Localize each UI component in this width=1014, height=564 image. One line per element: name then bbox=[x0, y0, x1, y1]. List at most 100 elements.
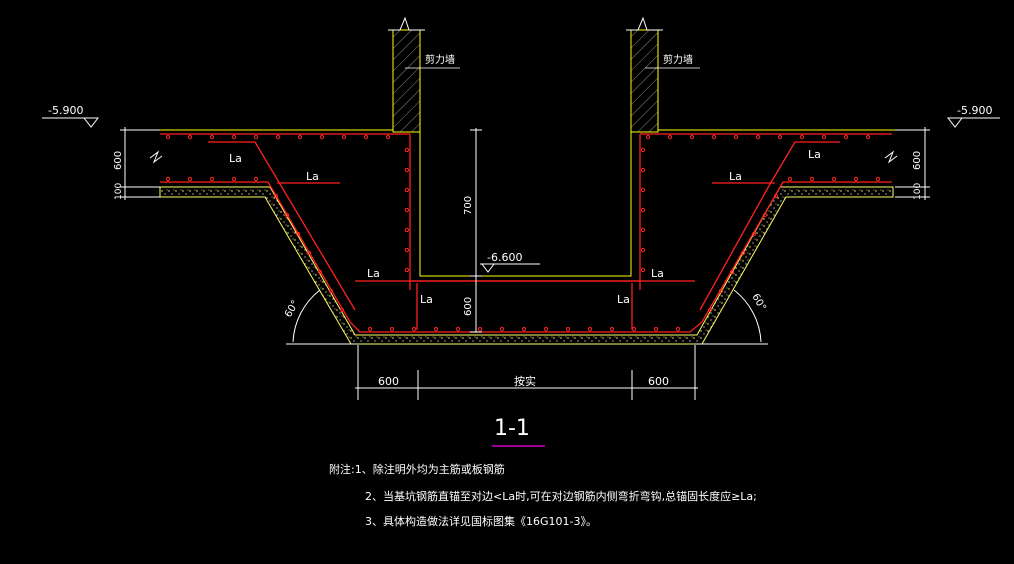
dim-100-right: 100 bbox=[913, 183, 923, 200]
shear-wall-right bbox=[626, 16, 663, 133]
dim-600-right: 600 bbox=[912, 151, 923, 170]
la-label: La bbox=[306, 170, 319, 183]
rebar-dot bbox=[341, 134, 347, 140]
note-line-3: 3、具体构造做法详见国标图集《16G101-3》。 bbox=[365, 515, 597, 528]
rebar-dot bbox=[667, 134, 673, 140]
rebar-dot bbox=[367, 326, 373, 332]
rebar-dot bbox=[543, 326, 549, 332]
rebar-dot bbox=[640, 167, 646, 173]
rebar-dot bbox=[777, 134, 783, 140]
rebar-dot bbox=[411, 326, 417, 332]
elevation-right: -5.900 bbox=[957, 104, 992, 117]
rebar-dot bbox=[799, 134, 805, 140]
rebar-dot bbox=[711, 134, 717, 140]
rebar-dot bbox=[187, 176, 193, 182]
elevation-left: -5.900 bbox=[48, 104, 83, 117]
rebar-dot bbox=[339, 307, 345, 313]
la-label: La bbox=[729, 170, 742, 183]
rebar-dot bbox=[187, 134, 193, 140]
rebar-dot bbox=[640, 147, 646, 153]
dim-per-design: 按实 bbox=[514, 374, 536, 388]
rebar-dot bbox=[477, 326, 483, 332]
dim-600-bottom-right: 600 bbox=[648, 375, 669, 388]
rebar-dot bbox=[773, 193, 779, 199]
rebar-dot bbox=[740, 250, 746, 256]
rebar-lines bbox=[160, 133, 892, 333]
rebar-dot bbox=[718, 288, 724, 294]
rebar-dot bbox=[275, 134, 281, 140]
rebar-dot bbox=[821, 134, 827, 140]
rebar-dot bbox=[306, 250, 312, 256]
rebar-dot bbox=[689, 134, 695, 140]
rebar-dot bbox=[404, 247, 410, 253]
shear-wall-left bbox=[388, 16, 425, 133]
angle-label-right: 60° bbox=[749, 292, 767, 313]
rebar-dot bbox=[404, 207, 410, 213]
rebar-dot bbox=[455, 326, 461, 332]
rebar-dot bbox=[297, 134, 303, 140]
la-label: La bbox=[808, 148, 821, 161]
shear-wall-right-label: 剪力墙 bbox=[663, 53, 693, 66]
rebar-dot bbox=[165, 176, 171, 182]
dim-600-bottom-left: 600 bbox=[378, 375, 399, 388]
rebar-dot bbox=[295, 231, 301, 237]
rebar-dot bbox=[755, 134, 761, 140]
rebar-dot bbox=[499, 326, 505, 332]
rebar-dot bbox=[809, 176, 815, 182]
la-label: La bbox=[229, 152, 242, 165]
rebar-dot bbox=[645, 134, 651, 140]
rebar-dot bbox=[284, 212, 290, 218]
rebar-dot bbox=[253, 134, 259, 140]
note-line-2: 2、当基坑钢筋直锚至对边<La时,可在对边钢筋内侧弯折弯钩,总锚固长度应≥La; bbox=[365, 490, 757, 503]
rebar-dot bbox=[319, 134, 325, 140]
la-label: La bbox=[651, 267, 664, 280]
cushion-layer bbox=[159, 186, 894, 345]
rebar-dot bbox=[853, 176, 859, 182]
rebar-dot bbox=[328, 288, 334, 294]
rebar-dot bbox=[675, 326, 681, 332]
rebar-dot bbox=[843, 134, 849, 140]
dim-600-left: 600 bbox=[113, 151, 124, 170]
rebar-dot bbox=[521, 326, 527, 332]
la-label: La bbox=[367, 267, 380, 280]
rebar-dot bbox=[729, 269, 735, 275]
rebar-dot bbox=[404, 147, 410, 153]
rebar-dot bbox=[631, 326, 637, 332]
rebar-dot bbox=[404, 227, 410, 233]
rebar-dot bbox=[865, 134, 871, 140]
rebar-dot bbox=[640, 187, 646, 193]
rebar-dot bbox=[404, 267, 410, 273]
note-line-1: 附注:1、除注明外均为主筋或板钢筋 bbox=[329, 463, 505, 476]
rebar-dot bbox=[707, 307, 713, 313]
rebar-dot bbox=[640, 267, 646, 273]
dimension-lines bbox=[42, 117, 1000, 400]
rebar-dot bbox=[640, 247, 646, 253]
rebar-dot bbox=[363, 134, 369, 140]
rebar-dot bbox=[733, 134, 739, 140]
rebar-dot bbox=[253, 176, 259, 182]
elevation-pit: -6.600 bbox=[487, 251, 522, 264]
rebar-dot bbox=[433, 326, 439, 332]
dim-100-left: 100 bbox=[114, 183, 124, 200]
rebar-dot bbox=[317, 269, 323, 275]
rebar-dot bbox=[640, 227, 646, 233]
rebar-dot bbox=[404, 187, 410, 193]
la-label: La bbox=[617, 293, 630, 306]
rebar-dot bbox=[231, 134, 237, 140]
rebar-dot bbox=[831, 176, 837, 182]
rebar-dot bbox=[653, 326, 659, 332]
dim-600-pit: 600 bbox=[463, 297, 474, 316]
rebar-dot bbox=[404, 167, 410, 173]
rebar-dot bbox=[389, 326, 395, 332]
rebar-dot bbox=[875, 176, 881, 182]
rebar-dot bbox=[565, 326, 571, 332]
section-title: 1-1 bbox=[494, 416, 530, 441]
rebar-dot bbox=[165, 134, 171, 140]
rebar-dot bbox=[273, 193, 279, 199]
rebar-dot bbox=[751, 231, 757, 237]
rebar-dot bbox=[640, 207, 646, 213]
rebar-dot bbox=[762, 212, 768, 218]
dim-700: 700 bbox=[463, 196, 474, 215]
la-label: La bbox=[420, 293, 433, 306]
